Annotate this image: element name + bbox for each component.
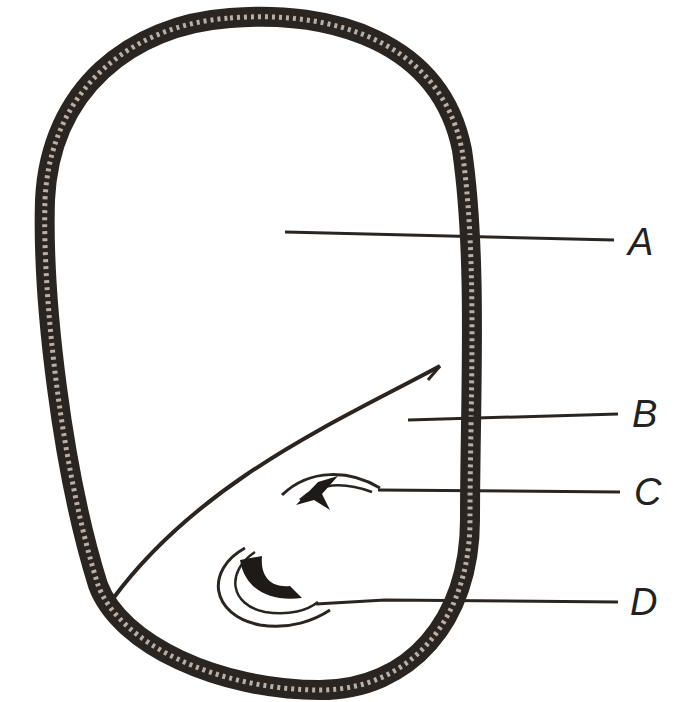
part-label: A: [628, 223, 653, 261]
plumule: [296, 476, 338, 510]
part-label: C: [634, 473, 661, 511]
leader-line: [378, 490, 620, 492]
seed-coat: [45, 17, 472, 690]
part-label: D: [630, 583, 657, 621]
coleorhiza-inner: [235, 552, 318, 613]
leader-line: [285, 232, 614, 240]
radicle: [240, 556, 302, 599]
scutellum-tip: [428, 366, 440, 380]
part-label: B: [632, 395, 657, 433]
seed-coat-hatching: [45, 17, 472, 690]
leader-line: [408, 414, 618, 420]
leader-line: [316, 600, 618, 604]
scutellum-boundary: [112, 366, 440, 600]
coleorhiza: [218, 548, 330, 626]
